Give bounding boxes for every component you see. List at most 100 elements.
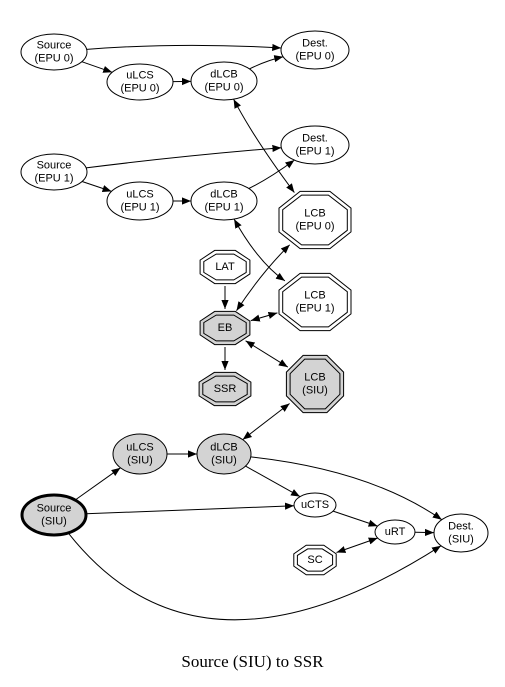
- node-shape-ulcssiu: [112, 433, 168, 475]
- node-label-lcbsiu-0: LCB: [304, 371, 325, 383]
- node-shape-urt: [374, 519, 416, 545]
- node-ulcssiu: uLCS(SIU): [112, 433, 168, 475]
- edge-dlcbsiu-destsiu: [250, 456, 443, 521]
- node-label-dlcb1-1: (EPU 1): [204, 201, 243, 213]
- node-lcb1: LCB(EPU 1): [278, 272, 352, 332]
- node-shape-dlcb0: [190, 61, 258, 101]
- node-label-destsiu-1: (SIU): [448, 533, 474, 545]
- node-shape-outer-lcb1: [278, 272, 352, 332]
- edge-src1-dest1: [86, 144, 282, 169]
- node-shape-inner-lcb1: [282, 276, 348, 328]
- node-eb: EB: [199, 310, 251, 346]
- node-ucts: uCTS: [293, 492, 337, 518]
- node-shape-ucts: [293, 492, 337, 518]
- node-label-src0-0: Source: [37, 39, 72, 51]
- edge-srcsiu-ulcssiu: [74, 467, 121, 501]
- node-ssr: SSR: [198, 371, 252, 407]
- node-srcsiu: Source(SIU): [20, 493, 88, 537]
- node-shape-outer-lat: [199, 249, 251, 285]
- node-shape-src1: [20, 153, 88, 191]
- node-shape-dlcb1: [190, 181, 258, 221]
- node-label-destsiu-0: Dest.: [448, 520, 474, 532]
- node-label-lcb1-1: (EPU 1): [295, 302, 334, 314]
- edge-src1-ulcs1: [81, 181, 112, 192]
- edge-eb-lcb1: [250, 311, 278, 322]
- node-shape-srcsiu: [20, 493, 88, 537]
- node-label-srcsiu-0: Source: [37, 502, 72, 514]
- node-shape-src0: [20, 33, 88, 71]
- nodes-layer: Source(EPU 0)Dest.(EPU 0)uLCS(EPU 0)dLCB…: [20, 30, 489, 576]
- node-label-ulcs0-1: (EPU 0): [120, 82, 159, 94]
- node-label-dlcb0-0: dLCB: [210, 68, 238, 80]
- node-dlcb1: dLCB(EPU 1): [190, 181, 258, 221]
- node-label-ulcssiu-0: uLCS: [126, 441, 154, 453]
- node-shape-inner-lcb0: [282, 194, 348, 246]
- node-label-dlcb0-1: (EPU 0): [204, 81, 243, 93]
- node-label-lcb0-0: LCB: [304, 207, 325, 219]
- node-dest0: Dest.(EPU 0): [280, 30, 350, 70]
- edge-ucts-urt: [332, 510, 378, 527]
- edges-layer: [67, 43, 443, 621]
- node-dlcbsiu: dLCB(SIU): [196, 433, 252, 475]
- node-label-dlcb1-0: dLCB: [210, 188, 238, 200]
- node-src1: Source(EPU 1): [20, 153, 88, 191]
- node-shape-outer-sc: [293, 544, 337, 576]
- node-label-dest1-1: (EPU 1): [295, 145, 334, 157]
- node-ulcs1: uLCS(EPU 1): [106, 181, 174, 221]
- node-shape-outer-lcb0: [278, 190, 352, 250]
- node-label-dest0-0: Dest.: [302, 37, 328, 49]
- node-shape-ulcs1: [106, 181, 174, 221]
- node-label-ssr-0: SSR: [214, 383, 237, 395]
- node-src0: Source(EPU 0): [20, 33, 88, 71]
- edge-eb-lcbsiu: [245, 340, 289, 368]
- node-label-lat-0: LAT: [215, 261, 235, 273]
- node-lat: LAT: [199, 249, 251, 285]
- node-shape-outer-eb: [199, 310, 251, 346]
- node-label-dlcbsiu-1: (SIU): [211, 454, 237, 466]
- node-label-srcsiu-1: (SIU): [41, 515, 67, 527]
- edge-sc-urt: [336, 537, 378, 553]
- node-label-dest0-1: (EPU 0): [295, 50, 334, 62]
- node-shape-dest0: [280, 30, 350, 70]
- edge-srcsiu-destsiu: [67, 532, 442, 621]
- node-label-urt-0: uRT: [385, 526, 406, 538]
- node-shape-inner-sc: [296, 548, 334, 572]
- node-urt: uRT: [374, 519, 416, 545]
- edge-dlcb1-dest1: [248, 159, 295, 189]
- node-label-lcbsiu-1: (SIU): [302, 384, 328, 396]
- node-shape-destsiu: [433, 513, 489, 553]
- node-dlcb0: dLCB(EPU 0): [190, 61, 258, 101]
- node-lcb0: LCB(EPU 0): [278, 190, 352, 250]
- edge-src0-ulcs0: [81, 61, 113, 73]
- node-label-lcb1-0: LCB: [304, 289, 325, 301]
- node-shape-inner-ssr: [202, 375, 248, 403]
- node-ulcs0: uLCS(EPU 0): [106, 63, 174, 101]
- node-shape-inner-lat: [203, 253, 247, 281]
- node-label-ucts-0: uCTS: [301, 499, 329, 511]
- node-shape-inner-lcbsiu: [289, 358, 341, 410]
- node-lcbsiu: LCB(SIU): [285, 354, 345, 414]
- edge-dlcbsiu-ucts: [245, 465, 301, 498]
- edge-srcsiu-ucts: [85, 502, 295, 515]
- node-label-src1-1: (EPU 1): [34, 172, 73, 184]
- node-label-lcb0-1: (EPU 0): [295, 220, 334, 232]
- node-label-sc-0: SC: [307, 554, 322, 566]
- node-label-ulcs1-1: (EPU 1): [120, 201, 159, 213]
- node-shape-ulcs0: [106, 63, 174, 101]
- node-label-eb-0: EB: [218, 322, 233, 334]
- node-sc: SC: [293, 544, 337, 576]
- node-destsiu: Dest.(SIU): [433, 513, 489, 553]
- node-label-src0-1: (EPU 0): [34, 52, 73, 64]
- node-shape-outer-lcbsiu: [285, 354, 345, 414]
- node-dest1: Dest.(EPU 1): [280, 125, 350, 165]
- edge-dlcb0-dest0: [249, 55, 284, 70]
- node-shape-outer-ssr: [198, 371, 252, 407]
- node-shape-dest1: [280, 125, 350, 165]
- flow-diagram: Source(EPU 0)Dest.(EPU 0)uLCS(EPU 0)dLCB…: [20, 30, 489, 621]
- node-shape-inner-eb: [203, 314, 247, 342]
- node-shape-dlcbsiu: [196, 433, 252, 475]
- node-label-dlcbsiu-0: dLCB: [210, 441, 238, 453]
- node-label-ulcs0-0: uLCS: [126, 69, 154, 81]
- edge-dlcb0-lcb0: [233, 98, 295, 193]
- node-label-ulcs1-0: uLCS: [126, 188, 154, 200]
